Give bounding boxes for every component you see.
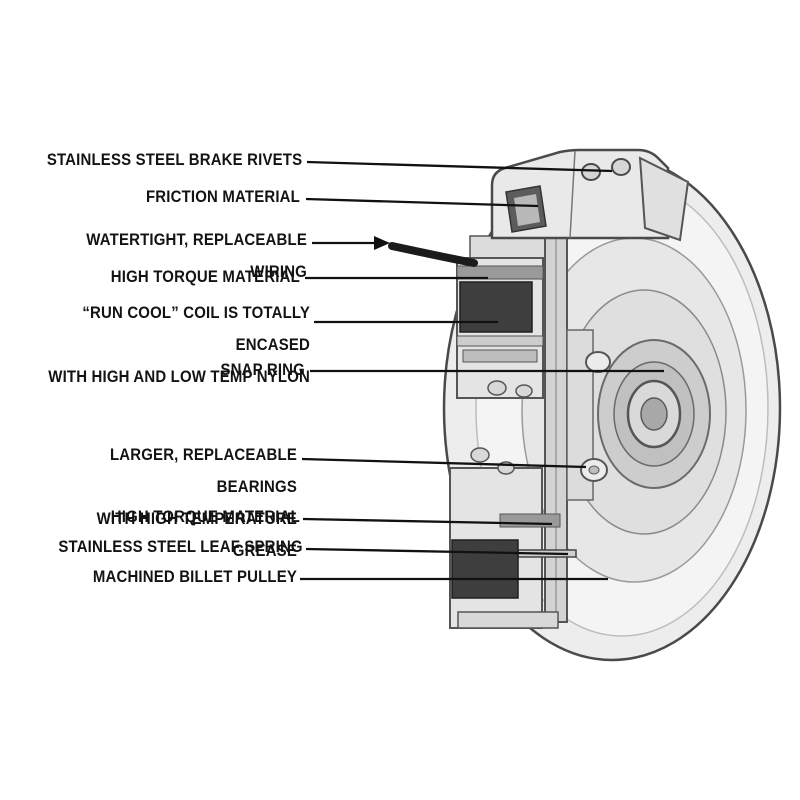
label-billet-pulley: MACHINED BILLET PULLEY (92, 567, 297, 586)
label-brake-rivets: STAINLESS STEEL BRAKE RIVETS (46, 150, 302, 169)
brake-armature (490, 148, 690, 242)
leader-brake-rivets (306, 160, 613, 173)
brake-rivet (611, 158, 631, 176)
label-friction-material: FRICTION MATERIAL (146, 187, 300, 206)
label-wiring: WATERTIGHT, REPLACEABLE WIRING (86, 230, 308, 281)
label-high-torque-bot: HIGH TORQUE MATERIAL (110, 507, 300, 526)
label-high-torque-top: HIGH TORQUE MATERIAL (110, 267, 300, 286)
upper-bearing (585, 351, 611, 373)
brake-rivet (581, 163, 601, 181)
wiring-arrow-icon (374, 236, 390, 250)
label-bearings: LARGER, REPLACEABLE BEARINGS WITH HIGH T… (96, 445, 297, 560)
upper-high-torque-material (456, 265, 544, 280)
leader-high-torque-bot (302, 517, 553, 526)
leader-lines (300, 160, 664, 581)
pin (470, 447, 490, 463)
pin (487, 380, 507, 396)
upper-housing-section (456, 235, 549, 399)
leader-friction (305, 197, 539, 208)
leader-bearings (301, 457, 587, 469)
label-run-cool-coil: “RUN COOL” COIL IS TOTALLY ENCASED WITH … (48, 303, 310, 386)
label-leaf-spring: STAINLESS STEEL LEAF SPRING (58, 537, 303, 556)
bearings (580, 351, 611, 482)
pin (515, 384, 533, 398)
hub-and-bearing (597, 339, 711, 489)
wire (388, 242, 478, 267)
lower-coil (451, 539, 519, 599)
upper-coil (459, 281, 533, 333)
leader-leaf-spring (305, 547, 569, 556)
label-snap-ring: SNAP RING (220, 360, 305, 379)
